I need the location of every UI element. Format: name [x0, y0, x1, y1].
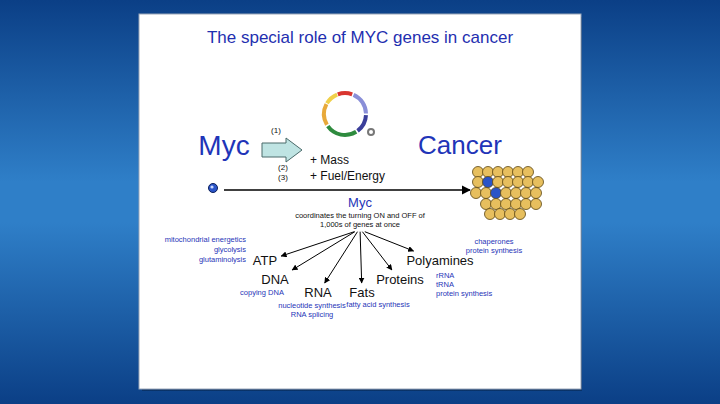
fan-arrow: [365, 232, 414, 251]
cycle-phase-arc: [353, 93, 368, 114]
cancer-cell: [501, 188, 512, 199]
slide-panel: [139, 14, 581, 389]
cancer-cell: [503, 177, 514, 188]
process-label: glycolysis: [214, 246, 246, 254]
cancer-cell: [531, 199, 542, 210]
cancer-cell: [521, 199, 532, 210]
process-label: protein synthesis: [436, 290, 492, 298]
node-title: Proteins: [376, 273, 424, 288]
cancer-cell: [493, 167, 504, 178]
cancer-cell: [513, 177, 524, 188]
process-label: RNA splicing: [291, 311, 334, 319]
output-node: Fats: [347, 285, 376, 302]
output-node: Polyamines: [404, 253, 475, 270]
annotation-label: + Mass: [310, 154, 349, 167]
process-label: tRNA: [436, 281, 454, 289]
cancer-cell: [511, 188, 522, 199]
cancer-cell: [531, 188, 542, 199]
cancer-cell: [521, 188, 532, 199]
fan-arrow: [362, 232, 392, 270]
node-title: ATP: [253, 254, 277, 269]
node-title: Myc: [294, 196, 426, 211]
output-node: Proteins: [374, 272, 426, 289]
cycle-phase-arc: [337, 91, 353, 96]
heading-label: Myc: [198, 131, 249, 162]
cancer-cell: [491, 188, 502, 199]
cycle-phase-arc: [322, 103, 329, 125]
block-arrow: [262, 138, 302, 162]
cancer-cell: [511, 199, 522, 210]
process-label: nucleotide synthesis: [278, 302, 346, 310]
single-cell-nucleus: [210, 185, 213, 188]
output-node: ATP: [251, 253, 279, 270]
cancer-cell: [501, 199, 512, 210]
regulator-hub: Myccoordinates the turning ON and OFF of…: [292, 195, 428, 231]
annotation-label: (2): [278, 164, 288, 173]
output-node: RNA: [302, 285, 333, 302]
process-label: glutaminolysis: [199, 256, 246, 264]
progression-arrow: [224, 189, 470, 190]
process-label: chaperones: [474, 238, 513, 246]
cancer-cell: [503, 167, 514, 178]
cancer-cell: [481, 188, 492, 199]
slide-title: The special role of MYC genes in cancer: [140, 28, 580, 48]
cancer-cell: [485, 209, 496, 220]
cancer-cell: [473, 177, 484, 188]
process-label: copying DNA: [240, 289, 284, 297]
quiescence-loop: [368, 129, 374, 135]
node-title: DNA: [261, 273, 288, 288]
fan-arrow: [360, 232, 362, 283]
cancer-cell: [473, 167, 484, 178]
cycle-phase-arc: [356, 115, 368, 132]
cancer-cell: [481, 199, 492, 210]
single-cell: [209, 184, 218, 193]
hub-description: coordinates the turning ON and OFF of 1,…: [294, 211, 426, 230]
node-title: Polyamines: [406, 254, 473, 269]
cancer-cell: [513, 167, 524, 178]
cancer-cell: [533, 177, 544, 188]
cancer-cell-cluster: [471, 167, 544, 220]
cancer-cell: [495, 209, 506, 220]
cancer-cell: [471, 188, 482, 199]
cell-cycle-illustration: [322, 91, 374, 137]
fan-arrow: [281, 232, 354, 256]
cycle-phase-arc: [326, 125, 357, 137]
fan-arrow: [325, 232, 358, 283]
annotation-label: + Fuel/Energy: [310, 170, 385, 183]
process-label: rRNA: [436, 272, 454, 280]
heading-label: Cancer: [418, 131, 502, 160]
cancer-cell: [523, 167, 534, 178]
cancer-cell: [505, 209, 516, 220]
cancer-cell: [483, 167, 494, 178]
process-label: protein synthesis: [466, 247, 522, 255]
cancer-cell: [491, 199, 502, 210]
cancer-cell: [493, 177, 504, 188]
node-title: RNA: [304, 286, 331, 301]
cancer-cell: [515, 209, 526, 220]
output-node: DNA: [259, 272, 290, 289]
cycle-phase-arc: [325, 93, 338, 105]
cancer-cell: [483, 177, 494, 188]
process-label: fatty acid synthesis: [346, 301, 409, 309]
annotation-label: (3): [278, 174, 288, 183]
cancer-cell: [523, 177, 534, 188]
process-label: mitochondrial energetics: [165, 236, 246, 244]
node-title: Fats: [349, 286, 374, 301]
annotation-label: (1): [271, 127, 281, 136]
